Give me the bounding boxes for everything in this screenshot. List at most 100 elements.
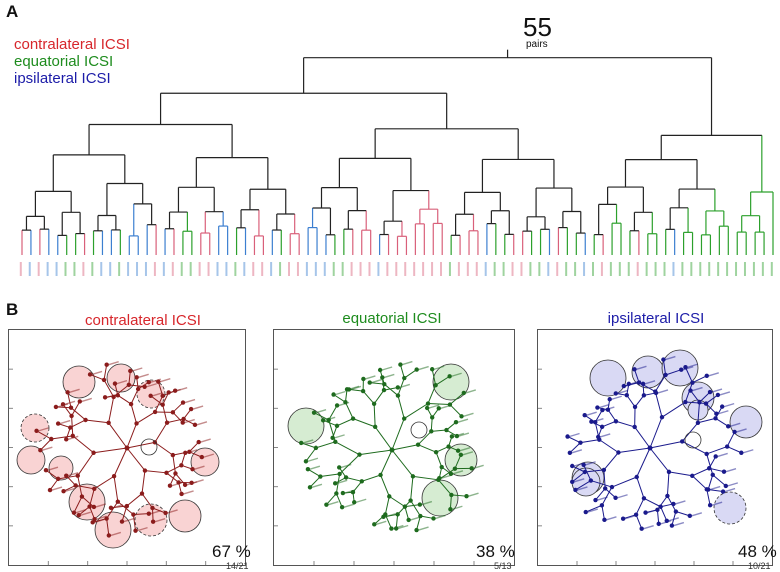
tree-node bbox=[183, 450, 188, 455]
leaf-label-mark bbox=[458, 432, 470, 437]
leaf-label-mark bbox=[459, 447, 471, 452]
tree-node bbox=[719, 404, 725, 409]
tree-node bbox=[372, 424, 378, 430]
tree-branch bbox=[662, 359, 667, 376]
leaf-label-mark bbox=[451, 372, 462, 377]
tree-branch bbox=[420, 515, 434, 519]
leaf-label-mark bbox=[724, 487, 736, 493]
tree-branch bbox=[154, 441, 174, 456]
tree-node bbox=[406, 517, 411, 523]
tree-branch bbox=[320, 473, 340, 478]
tree-node bbox=[372, 522, 377, 527]
leaf-label-mark bbox=[719, 391, 731, 396]
tree-node bbox=[398, 362, 403, 367]
tree-branch bbox=[309, 476, 321, 488]
tree-node bbox=[77, 399, 83, 404]
tree-node bbox=[573, 487, 578, 493]
tree-node bbox=[567, 450, 573, 455]
tree-branch bbox=[569, 442, 581, 454]
tree-branch bbox=[172, 455, 176, 474]
leaf-label-mark bbox=[585, 461, 596, 466]
tree-node bbox=[739, 450, 744, 455]
tree-branch bbox=[705, 403, 717, 415]
leaf-label-mark bbox=[463, 412, 474, 417]
tree-node bbox=[656, 521, 661, 527]
leaf-label-mark bbox=[611, 395, 622, 400]
tree-branch bbox=[166, 472, 179, 483]
tree-branch bbox=[391, 449, 414, 477]
tree-branch bbox=[344, 401, 354, 419]
tree-node bbox=[61, 489, 66, 494]
leaf-label-mark bbox=[402, 360, 413, 366]
leaf-label-mark bbox=[577, 486, 588, 491]
tree-node bbox=[311, 410, 317, 415]
tree-branch bbox=[604, 488, 616, 499]
tree-branch bbox=[51, 435, 73, 440]
leaf-label-mark bbox=[453, 432, 465, 438]
tree-branch bbox=[328, 419, 336, 442]
cluster-circle bbox=[287, 407, 325, 445]
cluster-circle bbox=[62, 365, 96, 399]
tree-node bbox=[414, 527, 419, 533]
tree-node bbox=[38, 448, 43, 453]
tree-branch bbox=[113, 447, 128, 477]
leaf-label-mark bbox=[38, 427, 49, 432]
leaf-label-mark bbox=[709, 485, 721, 491]
leaf-label-mark bbox=[187, 449, 198, 454]
leaf-label-mark bbox=[636, 365, 647, 370]
tree-node bbox=[333, 439, 338, 445]
tree-panel-ipsilateral bbox=[537, 329, 773, 566]
tree-branch bbox=[113, 476, 119, 502]
leaf-label-mark bbox=[385, 513, 396, 518]
leaf-label-mark bbox=[154, 518, 166, 523]
tree-node bbox=[102, 395, 108, 400]
tree-branch bbox=[108, 396, 115, 423]
tree-branch bbox=[427, 403, 450, 406]
tree-node bbox=[43, 467, 49, 473]
tree-node bbox=[417, 502, 423, 507]
leaf-label-mark bbox=[600, 433, 611, 438]
tree-branch bbox=[567, 436, 581, 444]
leaf-label-mark bbox=[193, 479, 204, 484]
focus-circle bbox=[684, 431, 702, 449]
tree-branch bbox=[585, 504, 603, 513]
tree-branch bbox=[661, 401, 686, 418]
tree-node bbox=[707, 503, 713, 508]
tree-branch bbox=[106, 518, 110, 536]
leaf-label-mark bbox=[643, 525, 654, 530]
leaf-label-mark bbox=[599, 403, 610, 409]
tree-branch bbox=[635, 498, 645, 515]
tree-branch bbox=[584, 469, 604, 473]
leaf-label-mark bbox=[150, 510, 162, 515]
tree-equatorial bbox=[274, 360, 484, 565]
tree-branch bbox=[438, 468, 456, 481]
tree-branch bbox=[726, 431, 736, 447]
tree-branch bbox=[188, 441, 200, 453]
tree-branch bbox=[668, 471, 693, 477]
leaf-label-mark bbox=[167, 509, 178, 514]
tree-branch bbox=[117, 501, 134, 515]
leaf-label-mark bbox=[343, 503, 355, 508]
tree-branch bbox=[697, 417, 716, 424]
tree-branch bbox=[601, 486, 613, 506]
tree-node bbox=[570, 479, 575, 485]
leaf-label-mark bbox=[146, 383, 157, 388]
tree-branch bbox=[706, 446, 728, 455]
tree-node bbox=[340, 490, 346, 496]
tree-node bbox=[367, 380, 372, 385]
tree-branch bbox=[611, 476, 637, 488]
tree-branch bbox=[154, 422, 168, 443]
tree-node bbox=[595, 405, 600, 410]
leaf-label-mark bbox=[170, 388, 181, 394]
tree-branch bbox=[709, 467, 725, 473]
tree-panel-equatorial bbox=[273, 329, 515, 566]
tree-branch bbox=[326, 493, 337, 505]
tree-branch bbox=[85, 419, 109, 424]
tree-node bbox=[339, 504, 345, 510]
tree-branch bbox=[39, 438, 52, 451]
tree-node bbox=[688, 388, 693, 393]
tree-branch bbox=[666, 471, 670, 496]
leaf-label-mark bbox=[465, 389, 476, 394]
tree-branch bbox=[427, 385, 437, 404]
tree-branch bbox=[301, 442, 317, 449]
